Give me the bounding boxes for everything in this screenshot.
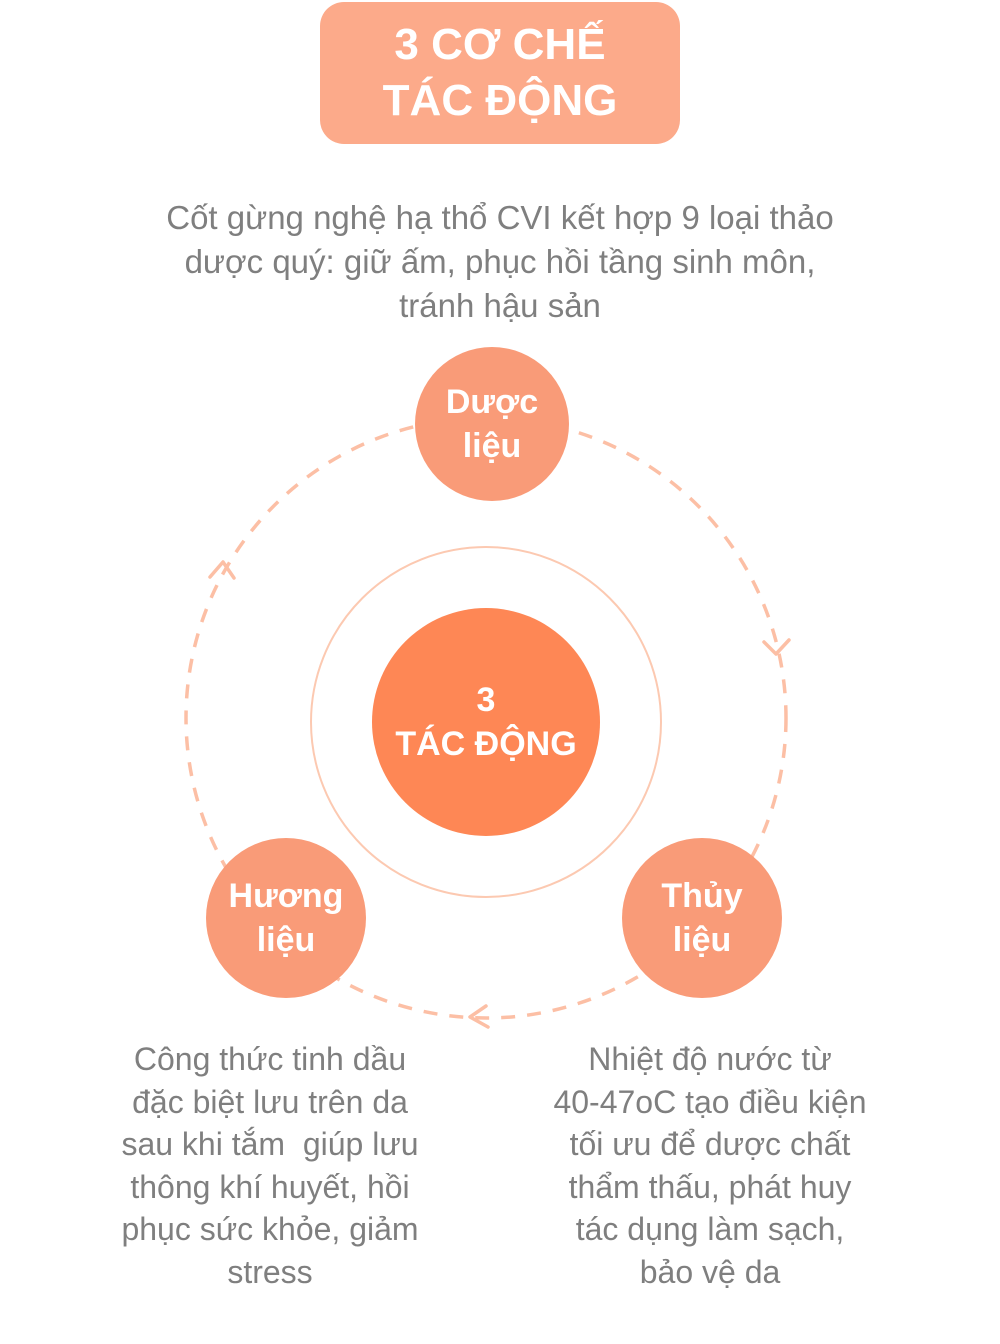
caption-thuy-lieu-line-4: thẩm thấu, phát huy: [568, 1168, 852, 1205]
caption-huong-lieu-line-5: phục sức khỏe, giảm: [121, 1211, 419, 1247]
arrow-right-icon: [762, 638, 791, 656]
caption-huong-lieu: Công thức tinh dầu đặc biệt lưu trên da …: [70, 1038, 470, 1293]
center-circle: [372, 608, 600, 836]
caption-thuy-lieu-line-5: tác dụng làm sạch,: [575, 1211, 845, 1247]
node-circle-duoc-lieu: [415, 347, 569, 501]
intro-line-1: Cốt gừng nghệ hạ thổ CVI kết hợp 9 loại …: [166, 199, 834, 236]
caption-thuy-lieu: Nhiệt độ nước từ 40-47oC tạo điều kiện t…: [500, 1038, 920, 1293]
caption-huong-lieu-line-4: thông khí huyết, hồi: [130, 1168, 410, 1205]
title-banner: 3 CƠ CHẾ TÁC ĐỘNG: [320, 2, 680, 144]
caption-thuy-lieu-line-2: 40-47oC tạo điều kiện: [553, 1083, 867, 1120]
center-line-1: 3: [476, 681, 496, 719]
node-circle-huong-lieu: [206, 838, 366, 998]
node-thuy-lieu-line-1: Thủy: [661, 877, 743, 915]
caption-thuy-lieu-line-3: tối ưu để dược chất: [569, 1126, 851, 1162]
title-line-2: TÁC ĐỘNG: [382, 76, 618, 125]
node-huong-lieu: Hương liệu: [206, 838, 366, 998]
center-line-2: TÁC ĐỘNG: [395, 725, 577, 763]
caption-huong-lieu-line-2: đặc biệt lưu trên da: [132, 1083, 408, 1120]
caption-huong-lieu-line-1: Công thức tinh dầu: [133, 1041, 407, 1077]
center-label: 3 TÁC ĐỘNG: [372, 608, 600, 836]
node-duoc-lieu: Dược liệu: [415, 347, 569, 501]
node-thuy-lieu: Thủy liệu: [622, 838, 782, 998]
caption-huong-lieu-line-6: stress: [227, 1253, 313, 1290]
node-huong-lieu-line-2: liệu: [256, 921, 316, 959]
node-thuy-lieu-line-2: liệu: [672, 921, 732, 959]
node-circle-thuy-lieu: [622, 838, 782, 998]
node-duoc-lieu-line-2: liệu: [462, 427, 522, 465]
title-line-1: 3 CƠ CHẾ: [394, 20, 606, 69]
caption-thuy-lieu-line-1: Nhiệt độ nước từ: [588, 1041, 832, 1077]
intro-text: Cốt gừng nghệ hạ thổ CVI kết hợp 9 loại …: [60, 196, 940, 328]
intro-line-3: tránh hậu sản: [399, 287, 601, 324]
caption-huong-lieu-line-3: sau khi tắm giúp lưu: [121, 1126, 419, 1162]
arrow-bottom-icon: [468, 1004, 490, 1029]
intro-line-2: dược quý: giữ ấm, phục hồi tầng sinh môn…: [184, 243, 816, 280]
node-duoc-lieu-line-1: Dược: [445, 383, 539, 421]
node-huong-lieu-line-1: Hương: [228, 877, 344, 915]
caption-thuy-lieu-line-6: bảo vệ da: [639, 1253, 781, 1290]
arrow-left-icon: [208, 560, 236, 580]
center-ring: [310, 546, 662, 898]
